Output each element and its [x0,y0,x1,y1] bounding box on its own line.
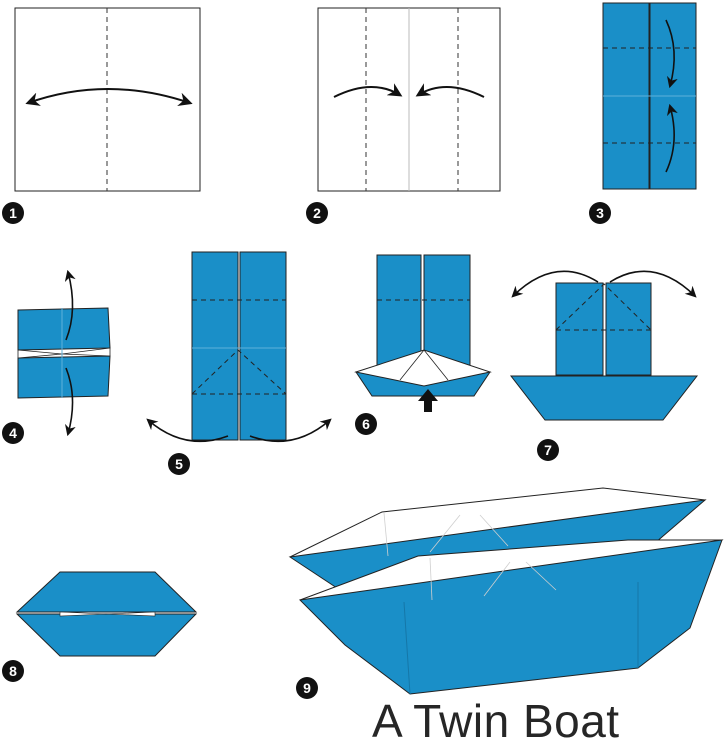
step-1-diagram [14,7,201,192]
svg-text:7: 7 [544,442,552,458]
step-number-1: 1 [2,202,24,224]
svg-text:3: 3 [596,205,604,221]
step-2-diagram [317,7,501,192]
step-3-diagram [602,2,697,190]
fold-arrow-icon [415,83,485,98]
step-6-diagram [354,254,492,412]
svg-text:1: 1 [9,205,17,221]
svg-text:2: 2 [313,205,321,221]
step-number-3: 3 [589,202,611,224]
fold-arrow-icon [64,367,76,437]
fold-arrow-icon [609,270,697,298]
fold-arrow-icon [665,103,678,173]
step-number-9: 9 [296,677,318,699]
step-5-diagram [146,251,332,443]
fold-arrow-icon [64,269,76,341]
step-number-6: 6 [355,413,377,435]
svg-text:8: 8 [9,663,17,679]
step-number-8: 8 [2,660,24,682]
step-4-diagram [17,269,111,437]
fold-arrow-icon [665,19,678,89]
step-7-diagram [509,270,699,421]
svg-text:4: 4 [9,425,17,441]
step-9-diagram [288,487,724,695]
fold-arrow-icon [249,418,332,443]
push-up-arrow-icon [418,389,438,412]
fold-arrow-icon [333,83,403,98]
fold-arrow-icon [146,418,229,443]
step-number-5: 5 [168,453,190,475]
step-number-4: 4 [2,422,24,444]
svg-text:9: 9 [303,680,311,696]
fold-arrow-icon [25,88,193,107]
step-number-7: 7 [537,439,559,461]
svg-text:6: 6 [362,416,370,432]
svg-text:5: 5 [175,456,183,472]
step-number-2: 2 [306,202,328,224]
fold-arrow-icon [511,270,599,298]
step-8-diagram [15,571,198,657]
diagram-title: A Twin Boat [372,695,620,747]
